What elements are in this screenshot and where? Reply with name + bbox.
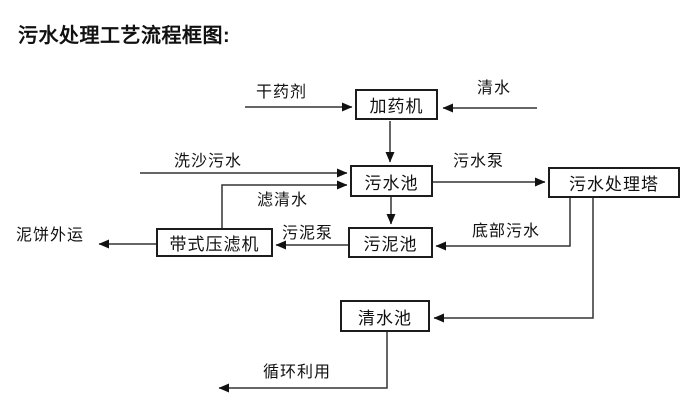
node-sewage-treatment-tower: 污水处理塔 (548, 167, 680, 198)
label-dry-agent: 干药剂 (256, 84, 308, 101)
node-sewage-pool: 污水池 (350, 165, 433, 197)
node-dosing-machine: 加药机 (355, 89, 438, 120)
label-mud-cake-outbound: 泥饼外运 (16, 227, 85, 244)
node-belt-filter-press: 带式压滤机 (156, 228, 273, 257)
page-title: 污水处理工艺流程框图: (18, 25, 231, 47)
label-clean-water: 清水 (477, 80, 512, 97)
label-bottom-sewage: 底部污水 (472, 223, 541, 240)
label-sludge-pump: 污泥泵 (282, 225, 334, 242)
arrow-bottom-sewage-to-sludge-pool (435, 198, 571, 251)
arrow-clean-pool-to-recycle (218, 332, 388, 393)
label-sand-washing-sewage: 洗沙污水 (174, 153, 243, 170)
label-recycle-use: 循环利用 (263, 364, 332, 381)
node-sludge-pool: 污泥池 (348, 227, 433, 258)
arrow-filtered-water-to-sewage-pool (221, 180, 348, 228)
label-filtered-water: 滤清水 (257, 192, 309, 209)
node-clean-water-pool: 清水池 (340, 300, 430, 332)
label-sewage-pump: 污水泵 (453, 153, 505, 170)
arrow-tower-to-clean-water-pool (433, 198, 594, 323)
